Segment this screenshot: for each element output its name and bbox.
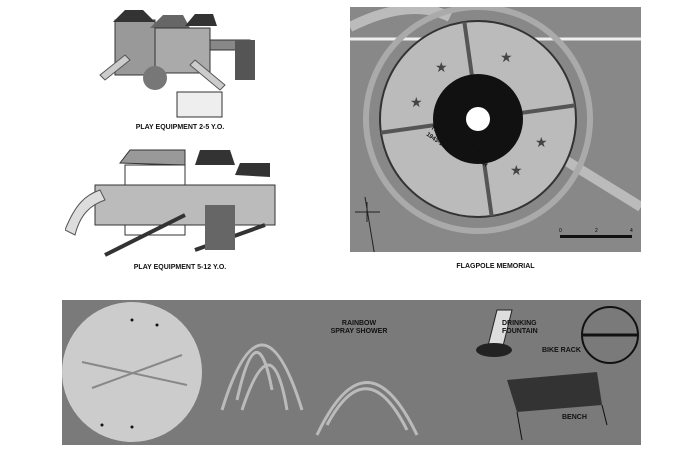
play-equipment-2-5-label: PLAY EQUIPMENT 2-5 Y.O. (135, 124, 225, 131)
play-equipment-2-5-illustration (99, 10, 255, 118)
svg-text:★: ★ (535, 134, 548, 150)
play-equipment-5-12-label: PLAY EQUIPMENT 5-12 Y.O. (133, 264, 227, 271)
scale-tick: 4 (630, 228, 633, 234)
svg-text:★: ★ (500, 49, 513, 65)
scale-tick: 0 (559, 228, 562, 234)
flagpole-memorial-label: FLAGPOLE MEMORIAL (456, 263, 535, 270)
svg-text:★: ★ (510, 162, 523, 178)
scale-tick: 2 (595, 228, 598, 234)
svg-text:★: ★ (410, 94, 423, 110)
bench-label: BENCH (562, 414, 587, 421)
play-equipment-5-12-illustration (65, 149, 276, 257)
svg-text:★: ★ (435, 59, 448, 75)
bike-rack-label: BIKE RACK (542, 347, 581, 354)
